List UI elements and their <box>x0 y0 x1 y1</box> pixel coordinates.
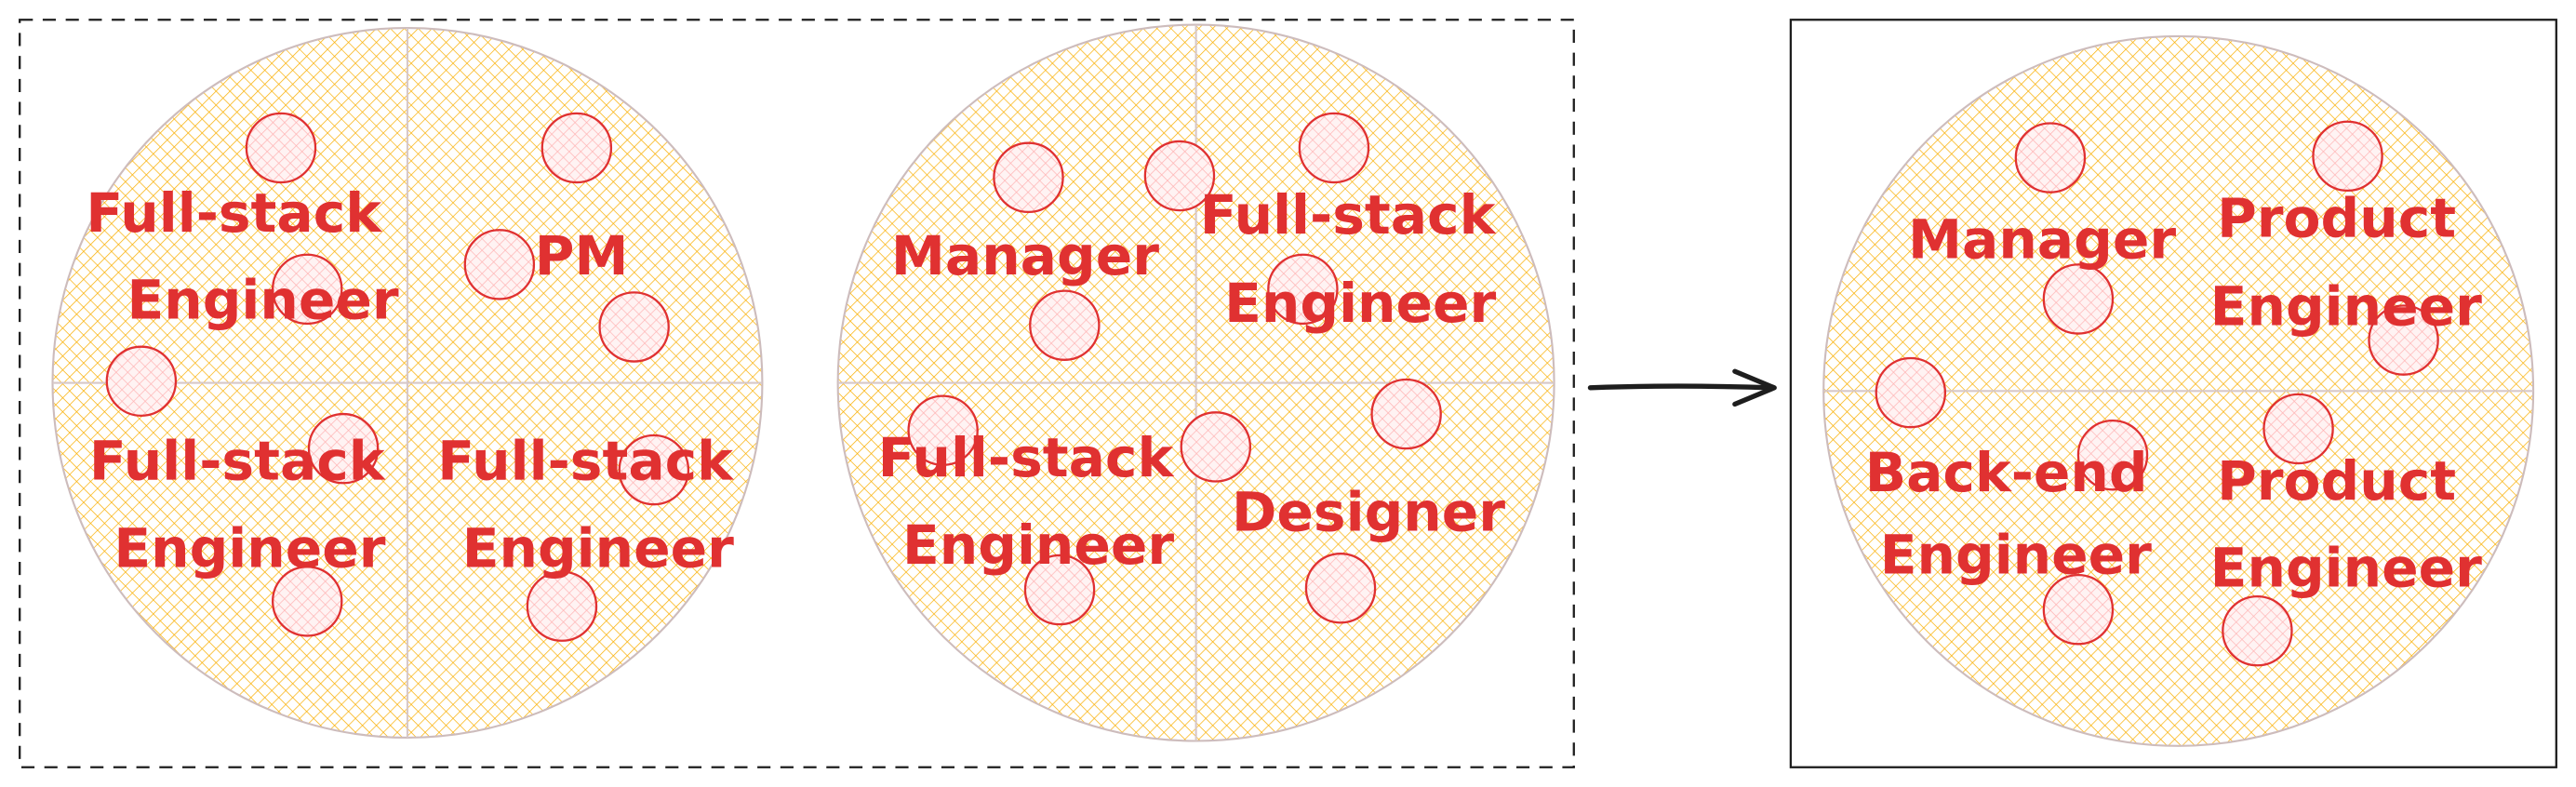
pepperoni <box>105 345 178 417</box>
pepperoni <box>2014 122 2087 193</box>
pepperoni-layer <box>105 112 2439 667</box>
pepperoni <box>1304 553 1377 624</box>
slice-label: Full-stack Engineer <box>437 430 752 580</box>
slice-label: Back-end Engineer <box>1865 441 2167 586</box>
pizza-3-labels: Manager Product Engineer Back-end Engine… <box>1865 186 2482 599</box>
pepperoni <box>2042 573 2115 646</box>
pepperoni <box>541 112 613 184</box>
slice-label: Product Engineer <box>2210 186 2482 338</box>
pizza-2 <box>836 23 1555 742</box>
slice-label: Full-stack Engineer <box>878 426 1193 577</box>
pepperoni <box>1023 554 1096 626</box>
pepperoni <box>271 253 343 326</box>
pepperoni <box>307 412 380 485</box>
pepperoni <box>2076 419 2149 491</box>
slice-label: PM <box>535 224 629 287</box>
pepperoni <box>907 394 979 466</box>
pepperoni <box>2312 120 2383 193</box>
slice-label: Manager <box>1908 207 2176 271</box>
after-group-frame <box>1789 19 2557 768</box>
pepperoni <box>598 291 670 363</box>
pepperoni <box>618 434 690 506</box>
pepperoni <box>463 229 536 300</box>
transform-arrow <box>1587 368 1777 407</box>
pizza-1-labels: Full-stack Engineer PM Full-stack Engine… <box>86 181 752 580</box>
pepperoni <box>2368 304 2439 376</box>
slice-label: Full-stack Engineer <box>86 181 400 332</box>
pepperoni <box>1298 112 1370 184</box>
pepperoni <box>2222 594 2293 667</box>
pepperoni <box>2262 393 2334 465</box>
slice-label: Full-stack Engineer <box>1200 183 1515 335</box>
pepperoni <box>271 566 343 637</box>
pepperoni <box>1180 411 1252 483</box>
pizza-1 <box>51 27 764 740</box>
pepperoni <box>245 112 317 184</box>
pepperoni <box>1267 253 1339 326</box>
slice-label: Manager <box>891 224 1159 287</box>
slice-label: Full-stack Engineer <box>89 430 404 580</box>
pepperoni <box>526 570 598 642</box>
pepperoni <box>993 141 1064 214</box>
pepperoni <box>2042 263 2115 335</box>
pizza-3 <box>1822 34 2535 747</box>
pepperoni <box>1875 356 1947 429</box>
pepperoni <box>1370 378 1442 450</box>
slice-label: Designer <box>1232 480 1505 543</box>
pepperoni <box>1029 289 1101 361</box>
pepperoni <box>1143 140 1216 212</box>
slice-label: Product Engineer <box>2210 449 2482 600</box>
pizza-2-labels: Manager Full-stack Engineer Full-stack E… <box>878 183 1515 577</box>
